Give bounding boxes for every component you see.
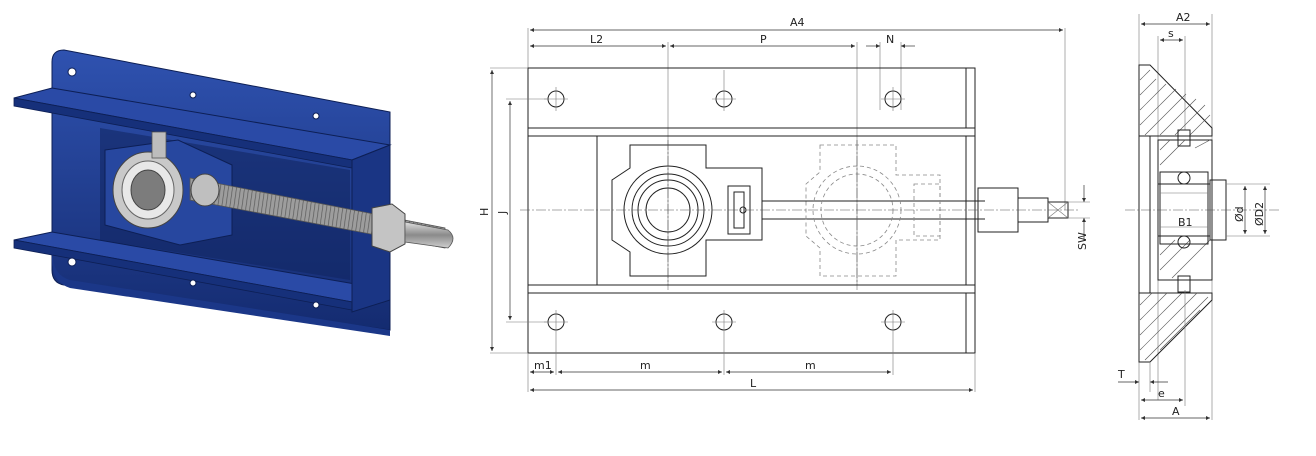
dim-label-d: Ød	[1233, 206, 1246, 222]
dim-label-L: L	[750, 377, 757, 390]
dim-label-A4: A4	[790, 16, 805, 29]
front-bearing-housing	[611, 144, 763, 277]
bearing-bore	[130, 169, 166, 211]
dim-label-SW: SW	[1076, 232, 1089, 250]
dim-label-L2: L2	[590, 33, 603, 46]
side-ball	[1177, 171, 1191, 185]
mounting-hole	[67, 257, 77, 267]
dim-label-m-right: m	[805, 359, 816, 372]
side-section-drawing: A2 s Ød ØD2 B1 T e A	[1117, 11, 1280, 421]
dim-label-A2: A2	[1176, 11, 1191, 24]
mounting-hole	[312, 112, 320, 120]
dim-label-T: T	[1117, 368, 1125, 381]
dim-label-J: J	[496, 211, 509, 215]
dim-label-m-left: m	[640, 359, 651, 372]
dim-label-B1: B1	[1178, 216, 1193, 229]
side-bottom-flange	[1138, 292, 1213, 363]
dim-label-s: s	[1168, 27, 1174, 40]
dim-label-A: A	[1172, 405, 1180, 418]
mounting-hole	[67, 67, 77, 77]
frame-outline	[527, 67, 976, 354]
dim-label-P: P	[760, 33, 767, 46]
dim-label-N: N	[886, 33, 894, 46]
dim-label-D2: ØD2	[1253, 202, 1266, 226]
mounting-hole	[312, 301, 320, 309]
side-top-flange	[1138, 64, 1213, 137]
dim-label-m1: m1	[534, 359, 552, 372]
isometric-render	[13, 49, 454, 336]
front-view-drawing: A4 L2 P N H J SW m1 m m L	[478, 16, 1090, 393]
dim-label-H: H	[478, 208, 491, 216]
mounting-hole	[189, 91, 197, 99]
hex-nut	[371, 203, 406, 253]
dim-label-e: e	[1158, 387, 1165, 400]
mounting-hole	[189, 279, 197, 287]
